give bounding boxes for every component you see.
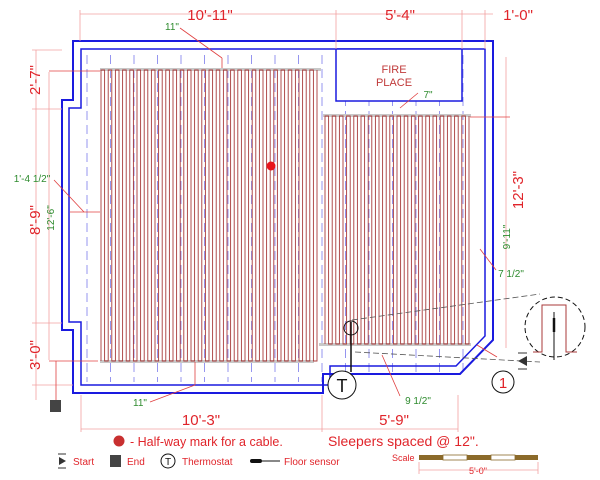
legend-thermostat-symbol: T — [165, 457, 171, 468]
legend-floor-sensor-icon — [250, 459, 280, 463]
svg-text:1: 1 — [499, 375, 507, 392]
legend-start-icon — [58, 453, 66, 469]
dim-left-bottom: 3'-0" — [27, 340, 44, 370]
heating-cable-zone1 — [100, 69, 318, 362]
dim-top-left: 10'-11" — [187, 7, 232, 24]
detail-callout — [524, 296, 586, 360]
zone1-top-strip — [100, 68, 321, 71]
fireplace-label-1: FIRE — [381, 64, 406, 76]
zone-number-marker: 1 — [491, 370, 515, 394]
halfway-legend-dot — [113, 435, 125, 447]
inner-wall — [68, 48, 486, 386]
zone2-bottom-strip — [319, 343, 471, 346]
dim-top-mid: 5'-4" — [385, 7, 415, 24]
legend-thermostat-icon — [160, 453, 176, 469]
fireplace-label-2: PLACE — [376, 77, 412, 89]
zone1-bottom-strip — [100, 360, 314, 363]
end-marker — [50, 400, 61, 412]
note-bottom-right-spacing: 9 1/2" — [405, 396, 431, 407]
dim-top-right: 1'-0" — [503, 7, 533, 24]
note-sleepers: Sleepers spaced @ 12". — [328, 433, 479, 449]
note-zone1-length: 12'-6" — [46, 205, 57, 231]
dim-bottom-left: 10'-3" — [182, 412, 220, 429]
outer-wall — [61, 40, 494, 394]
scale-label: Scale — [392, 453, 415, 463]
note-halfway: - Half-way mark for a cable. — [130, 435, 283, 449]
heating-cable-zone2 — [324, 115, 470, 345]
sleepers — [86, 55, 464, 382]
dim-right: 12'-3" — [510, 171, 527, 209]
note-right-gap: 7 1/2" — [498, 269, 524, 280]
legend-end: End — [127, 457, 145, 468]
scale-length: 5'-0" — [469, 466, 487, 476]
dim-left-top: 2'-7" — [27, 65, 44, 95]
legend-floor-sensor: Floor sensor — [284, 457, 340, 468]
note-left-gap: 1'-4 1/2" — [14, 174, 51, 185]
dim-left-mid: 8'-9" — [27, 205, 44, 235]
legend-thermostat: Thermostat — [182, 457, 233, 468]
note-bottom-left-spacing: 11" — [133, 398, 147, 409]
thermostat-marker: T — [327, 370, 357, 400]
svg-text:T: T — [337, 376, 348, 396]
halfway-mark — [266, 161, 276, 171]
legend: Start End T Thermostat Floor sensor — [58, 453, 340, 469]
fireplace — [335, 48, 463, 102]
note-fireplace-gap: 7" — [423, 90, 433, 101]
dimension-lines — [32, 10, 510, 432]
start-marker — [518, 352, 527, 370]
scale-bar: Scale 5'-0" — [392, 453, 539, 476]
zone2-top-strip — [323, 114, 471, 117]
legend-end-icon — [110, 455, 121, 467]
dim-bottom-right: 5'-9" — [379, 412, 409, 429]
note-zone2-length: 9'-11" — [502, 224, 513, 249]
note-top-spacing: 11" — [165, 22, 179, 33]
legend-start: Start — [73, 457, 94, 468]
floor-sensor-marker — [343, 293, 541, 372]
